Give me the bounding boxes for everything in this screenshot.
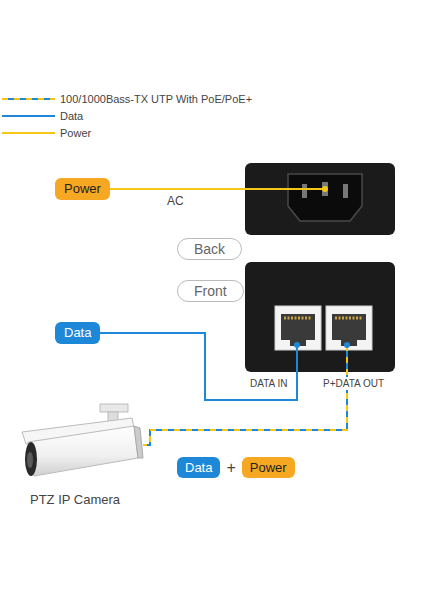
legend-text: Power xyxy=(60,127,91,139)
port-label: AC xyxy=(165,194,186,209)
label-text: DATA IN xyxy=(250,378,287,389)
tag-text: Data xyxy=(64,325,91,340)
data-wire xyxy=(78,333,297,400)
tag-text: Power xyxy=(250,460,287,475)
camera-body xyxy=(28,426,138,476)
poe-wire-dash xyxy=(143,345,347,445)
legend-text: 100/1000Bass-TX UTP With PoE/PoE+ xyxy=(60,93,252,105)
rj45-port xyxy=(275,306,321,350)
port-label: P+DATA OUT xyxy=(321,377,386,390)
camera-lens xyxy=(27,452,33,468)
ac-socket xyxy=(288,174,362,221)
port-pins xyxy=(335,317,363,320)
legend-samples xyxy=(2,99,55,133)
label-text: PTZ IP Camera xyxy=(30,492,120,507)
label-text: AC xyxy=(167,194,184,208)
legend-entry: 100/1000Bass-TX UTP With PoE/PoE+ xyxy=(60,92,252,106)
socket-pin xyxy=(322,182,328,196)
data-sample xyxy=(2,115,55,117)
camera-mount xyxy=(100,404,128,412)
tag-text: Data xyxy=(185,460,212,475)
plus-sign: + xyxy=(224,458,237,477)
port-label: DATA IN xyxy=(248,377,289,390)
power-wire xyxy=(85,188,325,190)
side-tag: Front xyxy=(177,280,244,302)
camera-front xyxy=(25,442,37,476)
housing-back xyxy=(245,163,395,235)
rj45-port xyxy=(326,306,372,350)
tag-text: Power xyxy=(64,181,101,196)
legend-entry: Data xyxy=(60,109,83,123)
wire-dot xyxy=(294,342,300,348)
cable-sample xyxy=(2,98,55,100)
data-tag: Data xyxy=(55,322,100,344)
wire-dot xyxy=(344,342,350,348)
socket-pin xyxy=(302,184,307,198)
injector-front xyxy=(245,262,395,372)
device-label: PTZ IP Camera xyxy=(28,492,122,508)
tag-text: Front xyxy=(194,283,227,299)
legend-entry: Power xyxy=(60,126,91,140)
side-tag: Back xyxy=(177,238,242,260)
wire-dot xyxy=(322,186,328,192)
housing-front xyxy=(245,262,395,372)
tag-text: Back xyxy=(194,241,225,257)
data-tag: Data xyxy=(177,457,220,478)
port-cavity xyxy=(281,314,315,340)
label-text: + xyxy=(226,459,235,476)
power-tag: Power xyxy=(242,457,295,478)
cable-sample-dash xyxy=(2,98,55,100)
poe-wire xyxy=(143,345,347,445)
port-pins xyxy=(284,317,312,320)
camera-illustration xyxy=(22,404,143,476)
injector-back xyxy=(245,163,395,235)
power-tag: Power xyxy=(55,178,110,200)
port-cavity xyxy=(332,314,366,340)
camera-back xyxy=(134,426,143,458)
power-sample xyxy=(2,132,55,134)
legend-text: Data xyxy=(60,110,83,122)
label-text: P+DATA OUT xyxy=(323,378,384,389)
socket-pin xyxy=(343,184,348,198)
